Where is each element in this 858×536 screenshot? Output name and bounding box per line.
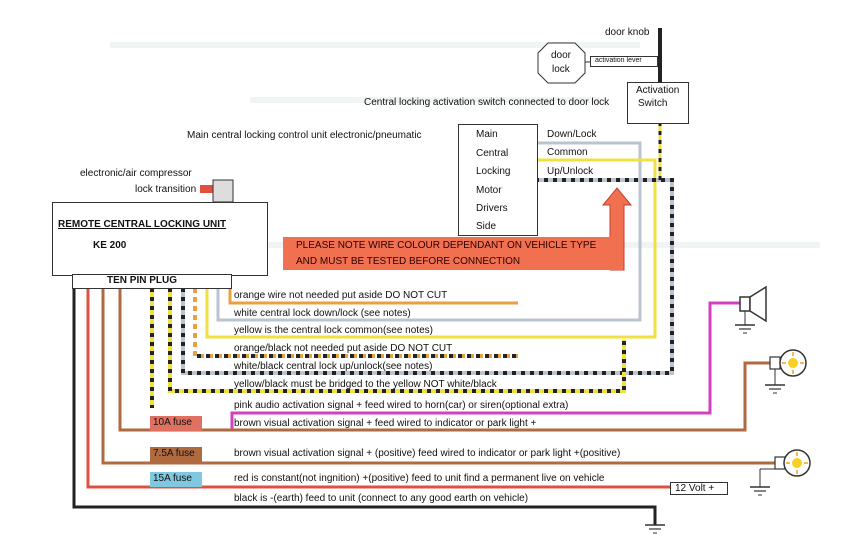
activation-lever-label: activation lever	[595, 57, 642, 64]
ten-pin-plug-label: TEN PIN PLUG	[107, 275, 178, 286]
main-unit-line: Motor	[476, 185, 502, 196]
supply-box: 12 Volt +	[670, 482, 728, 495]
door-lock-octagon	[537, 42, 586, 84]
door-lock-label-2: lock	[552, 64, 570, 75]
wire-white	[216, 141, 642, 322]
wire-yellow-black	[168, 288, 626, 393]
wire-label: white central lock down/lock (see notes)	[234, 308, 411, 319]
warning-line-2: AND MUST BE TESTED BEFORE CONNECTION	[296, 256, 521, 267]
main-unit-line: Locking	[476, 166, 511, 177]
activation-switch: Activation Switch	[627, 82, 689, 124]
compressor-icon	[200, 185, 213, 193]
wire-brown-2	[101, 288, 775, 465]
terminal-up-unlock: Up/Unlock	[547, 166, 594, 177]
wire-label: pink audio activation signal + feed wire…	[234, 400, 569, 411]
wire-label: orange wire not needed put aside DO NOT …	[234, 290, 448, 301]
wire-orange-black	[193, 288, 518, 358]
fuse-10a	[150, 416, 202, 431]
wire-red	[86, 288, 670, 489]
main-unit-line: Central	[476, 148, 509, 159]
wire-label: red is constant(not ingnition) +(positiv…	[234, 473, 605, 484]
door-lock-label: door	[551, 50, 572, 61]
wire-label: yellow is the central lock common(see no…	[234, 325, 433, 336]
terminal-down-lock: Down/Lock	[547, 129, 597, 140]
warning-box: PLEASE NOTE WIRE COLOUR DEPENDANT ON VEH…	[283, 237, 623, 270]
fuse-75a	[150, 447, 202, 462]
wire-label: black is -(earth) feed to unit (connect …	[234, 493, 529, 504]
lock-transition-label: lock transition	[135, 184, 197, 195]
lamp-icon-lower	[750, 449, 811, 496]
switch-caption: Central locking activation switch connec…	[364, 97, 610, 108]
wire-label: white/black central lock up/unlock(see n…	[234, 361, 433, 372]
control-unit: REMOTE CENTRAL LOCKING UNIT KE 200	[52, 202, 268, 276]
door-knob-label: door knob	[605, 27, 650, 38]
main-unit-box: Main Central Locking Motor Drivers Side	[458, 124, 538, 236]
warning-line-1: PLEASE NOTE WIRE COLOUR DEPENDANT ON VEH…	[296, 240, 597, 251]
earth-icon	[645, 524, 665, 534]
lamp-icon-upper	[765, 349, 807, 394]
wire-label: yellow/black must be bridged to the yell…	[234, 379, 497, 390]
fuse-label: 7.5A fuse	[153, 448, 195, 459]
wire-label: brown visual activation signal + (positi…	[234, 448, 621, 459]
wire-brown-1	[118, 288, 770, 432]
wire-pink	[230, 301, 740, 430]
switch-label-2: Switch	[638, 98, 668, 109]
switch-label-1: Activation	[636, 85, 680, 96]
control-unit-title: REMOTE CENTRAL LOCKING UNIT	[58, 219, 227, 230]
main-unit-line: Main	[476, 129, 498, 140]
ten-pin-plug: TEN PIN PLUG	[72, 274, 232, 289]
wire-label: brown visual activation signal + feed wi…	[234, 418, 537, 429]
fuse-label: 15A fuse	[153, 473, 192, 484]
terminal-common: Common	[547, 147, 588, 158]
wire-yellow	[205, 158, 657, 339]
fuse-label: 10A fuse	[153, 417, 192, 428]
main-unit-line: Drivers	[476, 203, 508, 214]
main-unit-caption: Main central locking control unit electr…	[187, 130, 422, 141]
speaker-icon	[735, 285, 767, 334]
wire-black	[72, 288, 657, 525]
activation-lever: activation lever	[590, 56, 658, 67]
fuse-15a	[150, 472, 202, 487]
wire-label: orange/black not needed put aside DO NOT…	[234, 343, 453, 354]
wire-orange	[228, 288, 518, 305]
control-unit-model: KE 200	[93, 240, 127, 251]
supply-label: 12 Volt +	[675, 483, 715, 494]
main-unit-line: Side	[476, 221, 497, 232]
compressor-label: electronic/air compressor	[80, 168, 192, 179]
